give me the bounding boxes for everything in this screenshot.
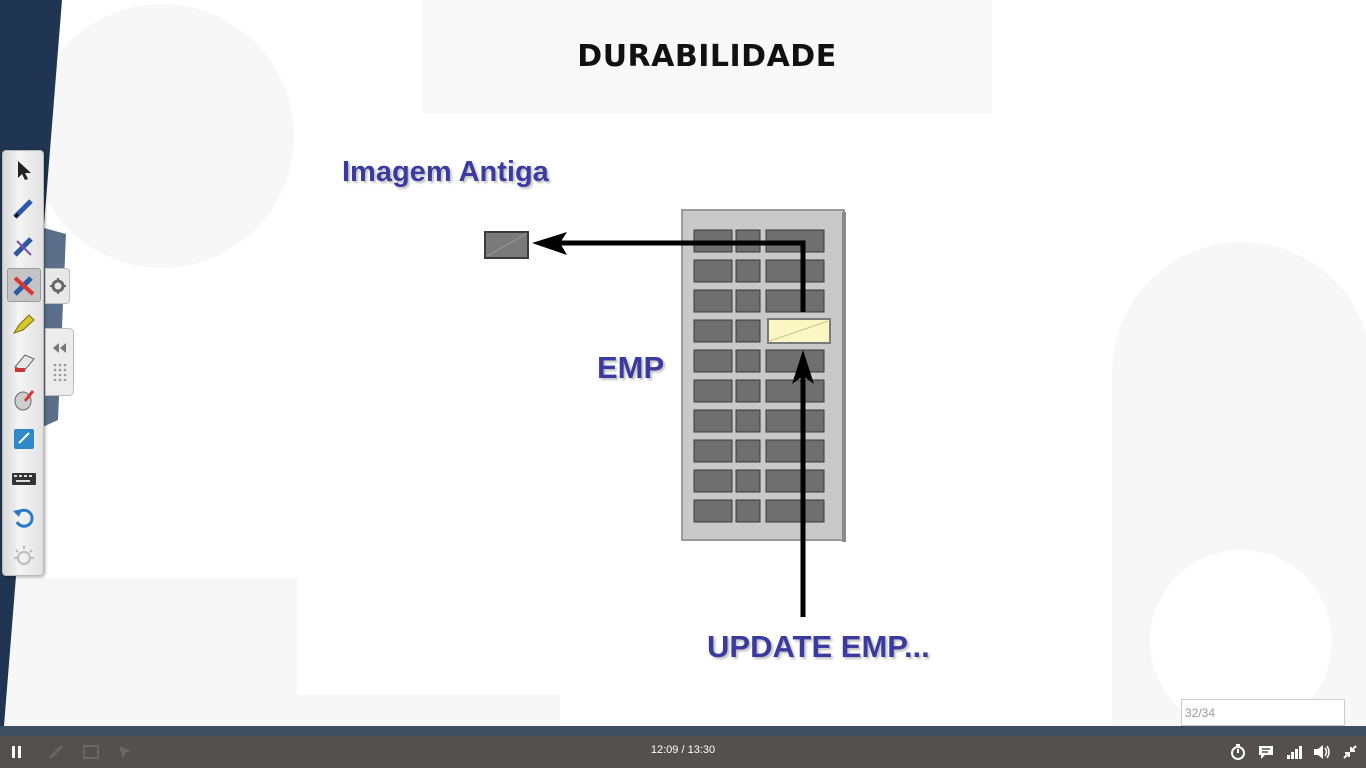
notes-icon (83, 745, 99, 759)
table-cell (765, 259, 825, 283)
rewind-icon (53, 343, 66, 353)
label-old-image: Imagem Antiga (342, 156, 549, 188)
table-cell (735, 289, 761, 313)
table-cell (693, 409, 733, 433)
table-cell (735, 499, 761, 523)
table-cell (735, 409, 761, 433)
volume-button[interactable] (1312, 740, 1332, 764)
pointer-icon (119, 746, 131, 759)
arrow-to-old-image (545, 240, 806, 312)
exit-fullscreen-button[interactable] (1340, 740, 1360, 764)
pen-icon (48, 744, 64, 760)
table-cell (693, 289, 733, 313)
exit-fullscreen-icon (1343, 745, 1357, 759)
whiteboard-icon[interactable] (7, 422, 41, 456)
table-cell (765, 499, 825, 523)
player-control-bar: 12:09 / 13:30 (0, 726, 1366, 768)
arrows (532, 232, 814, 617)
page-indicator-popup: 32/34 (1181, 699, 1345, 726)
pen-icon[interactable] (7, 191, 41, 225)
table-cell (735, 259, 761, 283)
table-cell (765, 289, 825, 313)
arrow-head-left (532, 232, 567, 255)
table-cell (693, 319, 733, 343)
table-cell (735, 319, 761, 343)
signal-bars-icon (1287, 746, 1302, 759)
table-cell (693, 379, 733, 403)
highlighted-row-stroke (769, 320, 829, 342)
table-cell (735, 469, 761, 493)
slide-area: DURABILIDADE Imagem Antiga EMP UPDATE EM… (0, 0, 1345, 726)
table-cell (765, 349, 825, 373)
label-table-name: EMP (597, 350, 665, 385)
select-arrow-icon[interactable] (7, 153, 41, 187)
timer-button[interactable] (1228, 740, 1248, 764)
keyboard-icon[interactable] (7, 462, 41, 496)
pen-toolbar (2, 150, 44, 576)
quality-button[interactable] (1284, 740, 1304, 764)
table-cell (765, 469, 825, 493)
magic-pen-icon[interactable] (7, 383, 41, 417)
highlighted-row-cell (767, 318, 831, 344)
undo-icon[interactable] (7, 500, 41, 534)
bg-block-bottom-left-2 (0, 695, 560, 726)
chat-bubble-icon (1259, 746, 1273, 759)
bg-circle-top (30, 4, 294, 268)
table-cell (765, 439, 825, 463)
playback-time: 12:09 / 13:30 (650, 744, 716, 756)
table-cell (765, 409, 825, 433)
bg-circle-right (1150, 550, 1332, 726)
notes-button[interactable] (80, 740, 102, 764)
speaker-icon (1314, 745, 1330, 759)
grip-dots-icon (53, 363, 67, 381)
label-update-statement: UPDATE EMP... (707, 629, 930, 664)
table-cell (693, 469, 733, 493)
toolbar-collapse-tab[interactable] (45, 328, 74, 396)
table-cell (735, 379, 761, 403)
table-cell (693, 259, 733, 283)
captions-button[interactable] (1256, 740, 1276, 764)
old-image-block (484, 231, 529, 259)
arrow-head-up (792, 350, 814, 384)
creative-pen-icon[interactable] (7, 229, 41, 263)
pen-settings-gear-button[interactable] (45, 268, 70, 304)
table-cell (693, 499, 733, 523)
gear-icon (49, 278, 66, 294)
table-cell (735, 439, 761, 463)
table-grid-graphic (681, 209, 846, 542)
pen-tool-button[interactable] (44, 740, 68, 764)
table-cell (693, 439, 733, 463)
smart-pen-icon[interactable] (7, 268, 41, 302)
table-cell (693, 349, 733, 373)
pointer-button[interactable] (114, 740, 136, 764)
highlighter-icon[interactable] (7, 307, 41, 341)
pause-button[interactable] (8, 740, 26, 764)
stopwatch-icon (1231, 744, 1245, 760)
spotlight-icon[interactable] (7, 539, 41, 573)
pause-icon (12, 746, 21, 758)
table-cell (735, 349, 761, 373)
table-shadow (842, 212, 846, 542)
slide-title: DURABILIDADE (422, 0, 992, 113)
eraser-icon[interactable] (7, 345, 41, 379)
